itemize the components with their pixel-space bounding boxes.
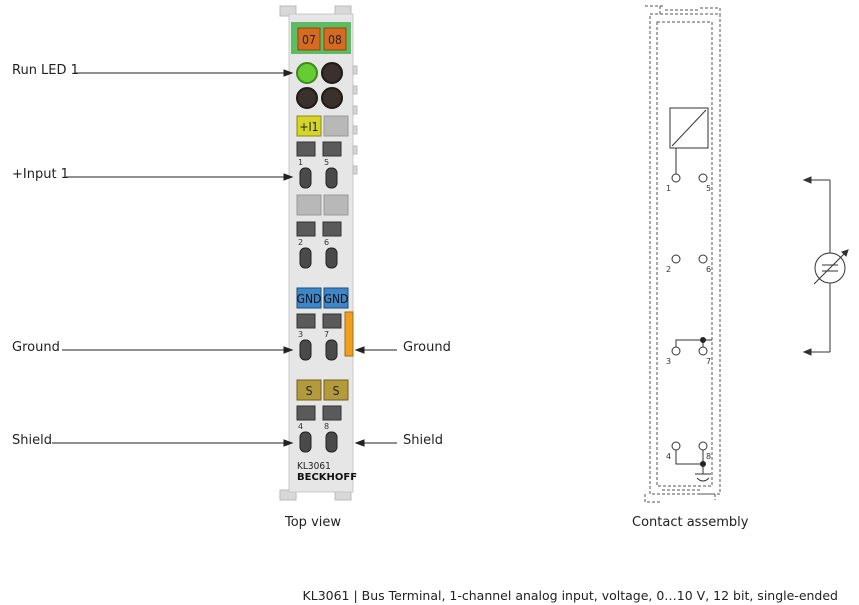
- arrowhead: [283, 439, 294, 447]
- assembly-number: 2: [666, 265, 671, 274]
- contact-4: [671, 441, 681, 451]
- arrowhead: [354, 346, 365, 354]
- callout-shield-right: Shield: [403, 433, 443, 448]
- callout-arrows: [52, 69, 397, 447]
- assembly-outline: [649, 13, 721, 495]
- contact-number: 7: [324, 330, 329, 339]
- gnd-label-right: [323, 287, 349, 309]
- input-label-bg: [296, 115, 322, 137]
- assembly-number: 4: [666, 452, 671, 461]
- contact-row-3-7: 3 7: [296, 313, 342, 361]
- gnd-label-right-text: GND: [324, 292, 349, 306]
- run-led-1: [296, 62, 318, 84]
- arrowhead: [802, 348, 812, 356]
- bottom-clip-left: [279, 489, 297, 501]
- earth-icon: [695, 473, 711, 482]
- callout-ground-right: Ground: [403, 340, 451, 355]
- contact-assembly-caption: Contact assembly: [632, 515, 749, 530]
- brand-logo: BECKHOFF: [297, 472, 357, 483]
- side-contacts: [352, 65, 358, 175]
- contact-number: 3: [298, 330, 303, 339]
- assembly-number: 5: [706, 184, 711, 193]
- shield-label-right-text: S: [333, 384, 340, 398]
- gnd-label-left-text: GND: [297, 292, 322, 306]
- contact-5: [698, 173, 708, 183]
- arrowhead: [283, 173, 294, 181]
- assembly-number: 1: [666, 184, 671, 193]
- contact-number: 5: [324, 158, 329, 167]
- assembly-number: 6: [706, 265, 711, 274]
- contact-row-4-8: 4 8: [296, 405, 342, 453]
- contact-6: [698, 254, 708, 264]
- arrowhead: [283, 69, 294, 77]
- callout-input: +Input 1: [12, 167, 69, 182]
- contact-7: [698, 346, 708, 356]
- callout-run-led: Run LED 1: [12, 63, 79, 78]
- assembly-number: 3: [666, 357, 671, 366]
- contact-assembly: [644, 5, 721, 503]
- contact-assembly-numbers: 1 5 2 6 3 7 4 8: [666, 184, 711, 461]
- converter-symbol: [669, 107, 709, 149]
- shield-label-left-text: S: [306, 384, 313, 398]
- label-07-text: 07: [302, 33, 316, 47]
- bridge-4-8: [675, 450, 704, 465]
- contact-number: 8: [324, 422, 329, 431]
- label-08: [323, 27, 347, 51]
- callout-ground-left: Ground: [12, 340, 60, 355]
- input-label-text: +I1: [299, 120, 318, 134]
- arrowhead: [283, 346, 294, 354]
- contact-1: [671, 173, 681, 183]
- led-4: [321, 87, 343, 109]
- blank-label: [323, 115, 349, 137]
- contact-row-1-5: 1 5: [296, 141, 342, 189]
- release-latch: [344, 311, 354, 357]
- contact-number: 2: [298, 238, 303, 247]
- gnd-label-left: [296, 287, 322, 309]
- bus-terminal-top-view: 07 08 +I1 1 5 2 6: [279, 5, 358, 501]
- label-07: [297, 27, 321, 51]
- product-caption: KL3061 | Bus Terminal, 1-channel analog …: [302, 588, 838, 603]
- top-clip-left: [279, 5, 297, 17]
- callout-shield-left: Shield: [12, 433, 52, 448]
- contact-2: [671, 254, 681, 264]
- arrowhead: [354, 439, 365, 447]
- voltage-source-symbol: [802, 176, 849, 356]
- top-view-caption: Top view: [285, 515, 342, 530]
- contact-number: 4: [298, 422, 303, 431]
- assembly-number: 7: [706, 357, 711, 366]
- contact-8: [698, 441, 708, 451]
- blank-plate-right: [323, 194, 349, 216]
- contact-number: 6: [324, 238, 329, 247]
- shield-label-left: [296, 379, 322, 401]
- contact-3: [671, 346, 681, 356]
- blank-plate-left: [296, 194, 322, 216]
- contact-number: 1: [298, 158, 303, 167]
- assembly-number: 8: [706, 452, 711, 461]
- led-3: [296, 87, 318, 109]
- model-label: KL3061: [297, 461, 331, 472]
- label-08-text: 08: [328, 33, 342, 47]
- led-2: [321, 62, 343, 84]
- contact-row-2-6: 2 6: [296, 221, 342, 269]
- shield-label-right: [323, 379, 349, 401]
- bridge-3-7: [675, 339, 704, 347]
- assembly-inner-outline: [656, 21, 713, 487]
